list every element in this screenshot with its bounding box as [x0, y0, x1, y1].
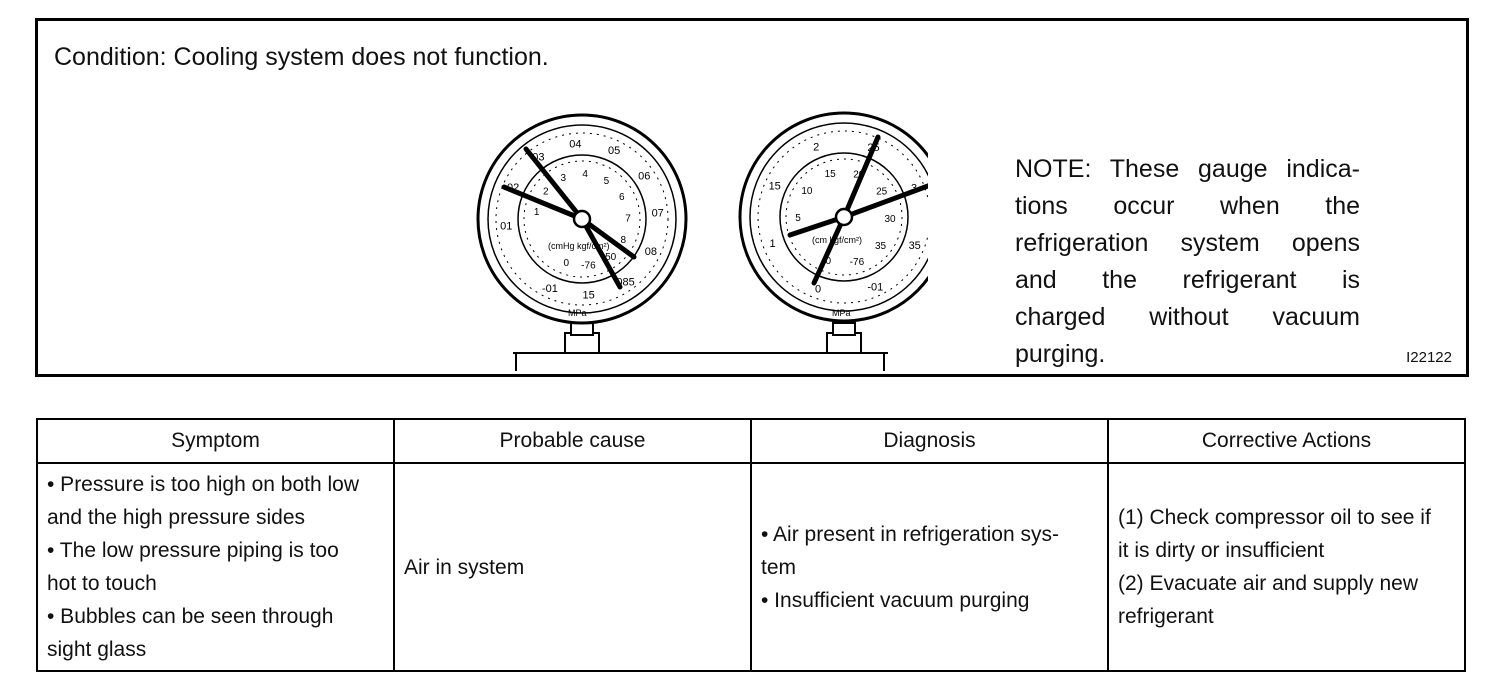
low-gauge-outer-label: 06	[638, 170, 650, 182]
low-gauge-outer-label: 04	[569, 138, 581, 150]
symptom-line: sight glass	[47, 638, 147, 661]
low-gauge-outer-label: 05	[608, 145, 620, 157]
probable-cause-cell: Air in system	[393, 462, 752, 672]
header-probable-cause: Probable cause	[393, 418, 752, 464]
high-gauge-outer-label: 2	[813, 141, 819, 153]
symptom-line: hot to touch	[47, 572, 157, 595]
low-gauge-inner-label: 2	[543, 187, 549, 198]
low-gauge-outer-label: 08	[645, 246, 657, 258]
low-gauge-inner-label: 5	[604, 176, 610, 187]
low-gauge-mpa: MPa	[568, 308, 587, 318]
high-needle-4	[811, 214, 847, 286]
symptom-line: • The low pressure piping is too	[47, 539, 339, 562]
note-line: tions occur when the	[1015, 192, 1360, 220]
diagnosis-table: Symptom Probable cause Diagnosis Correct…	[36, 418, 1466, 672]
action-line: refrigerant	[1118, 605, 1214, 628]
low-gauge-inner-label: -50	[602, 252, 617, 263]
corrective-actions-cell: (1) Check compressor oil to see if it is…	[1107, 462, 1466, 672]
low-needle-3	[579, 216, 623, 290]
high-gauge-inner-label: 20	[853, 169, 865, 180]
table-header-row: Symptom Probable cause Diagnosis Correct…	[36, 418, 1466, 464]
low-gauge-inner-label: -76	[581, 261, 596, 272]
high-needle-2	[841, 183, 928, 220]
table-row: • Pressure is too high on both low and t…	[36, 462, 1466, 672]
high-gauge-outer-label: 0	[815, 283, 821, 295]
note-line: refrigeration system opens	[1015, 229, 1360, 257]
diagnosis-cell: • Air present in refrigeration sys- tem …	[750, 462, 1109, 672]
symptom-line: and the high pressure sides	[47, 506, 305, 529]
diagnosis-line: • Insufficient vacuum purging	[761, 588, 1030, 612]
low-gauge-inner-label: 3	[561, 173, 567, 184]
high-needle-3	[787, 214, 847, 238]
symptom-line: • Pressure is too high on both low	[47, 473, 360, 496]
high-gauge-inner-label: -76	[850, 257, 865, 268]
high-gauge-outer-label: 1	[770, 238, 776, 250]
symptom-cell: • Pressure is too high on both low and t…	[36, 462, 395, 672]
high-gauge-unit: (cm kgf/cm²)	[812, 235, 862, 245]
action-line: it is dirty or insufficient	[1118, 539, 1325, 562]
note-line: charged without vacuum	[1015, 303, 1360, 331]
low-needle-4	[579, 216, 637, 260]
header-symptom: Symptom	[36, 418, 395, 464]
low-gauge-inner-label: 0	[564, 258, 570, 269]
note-line: NOTE: These gauge indica-	[1015, 155, 1360, 183]
gauge-figure: Condition: Cooling system does not funct…	[35, 18, 1469, 377]
high-gauge-outer-label: 35	[909, 240, 921, 252]
header-diagnosis: Diagnosis	[750, 418, 1109, 464]
low-gauge-outer-label: 07	[652, 207, 664, 219]
high-gauge-outer-label: -01	[867, 281, 883, 293]
condition-text: Condition: Cooling system does not funct…	[54, 43, 549, 71]
low-needle-2	[501, 184, 585, 222]
cause-line: Air in system	[404, 555, 525, 579]
low-gauge-inner-label: 7	[625, 213, 631, 224]
high-gauge-mpa: MPa	[832, 308, 851, 318]
diagnosis-line: • Air present in refrigeration sys-	[761, 522, 1059, 546]
low-gauge-inner-label: 8	[621, 235, 627, 246]
low-needle-1	[523, 146, 585, 222]
high-gauge-outer-label: 15	[769, 181, 781, 193]
low-gauge-outer-label: 15	[582, 290, 594, 302]
high-gauge-inner-label: 25	[876, 187, 888, 198]
diagnosis-line: tem	[761, 555, 797, 579]
action-line: (2) Evacuate air and supply new	[1118, 572, 1418, 595]
high-gauge-inner-label: 5	[795, 213, 801, 224]
figure-id: I22122	[1406, 349, 1452, 366]
low-gauge-outer-label: -01	[542, 283, 558, 295]
symptom-line: • Bubbles can be seen through	[47, 605, 334, 628]
high-gauge-inner-label: 10	[801, 186, 813, 197]
low-gauge-inner-label: 1	[534, 207, 540, 218]
action-line: (1) Check compressor oil to see if	[1118, 506, 1431, 529]
high-gauge-inner-label: 15	[825, 169, 837, 180]
note-text: NOTE: These gauge indica- tions occur wh…	[1015, 151, 1360, 373]
low-gauge-inner-label: 4	[582, 169, 588, 180]
high-gauge-inner-label: 30	[884, 214, 896, 225]
high-gauge-inner-label: 35	[875, 241, 887, 252]
high-gauge-inner-label: 0	[826, 256, 832, 267]
note-line: purging.	[1015, 340, 1106, 368]
low-gauge-inner-label: 6	[619, 192, 625, 203]
header-corrective-actions: Corrective Actions	[1107, 418, 1466, 464]
low-gauge-outer-label: 01	[500, 221, 512, 233]
low-gauge-unit: (cmHg kgf/cm²)	[548, 241, 610, 251]
note-line: and the refrigerant is	[1015, 266, 1360, 294]
high-needle-1	[841, 134, 881, 220]
